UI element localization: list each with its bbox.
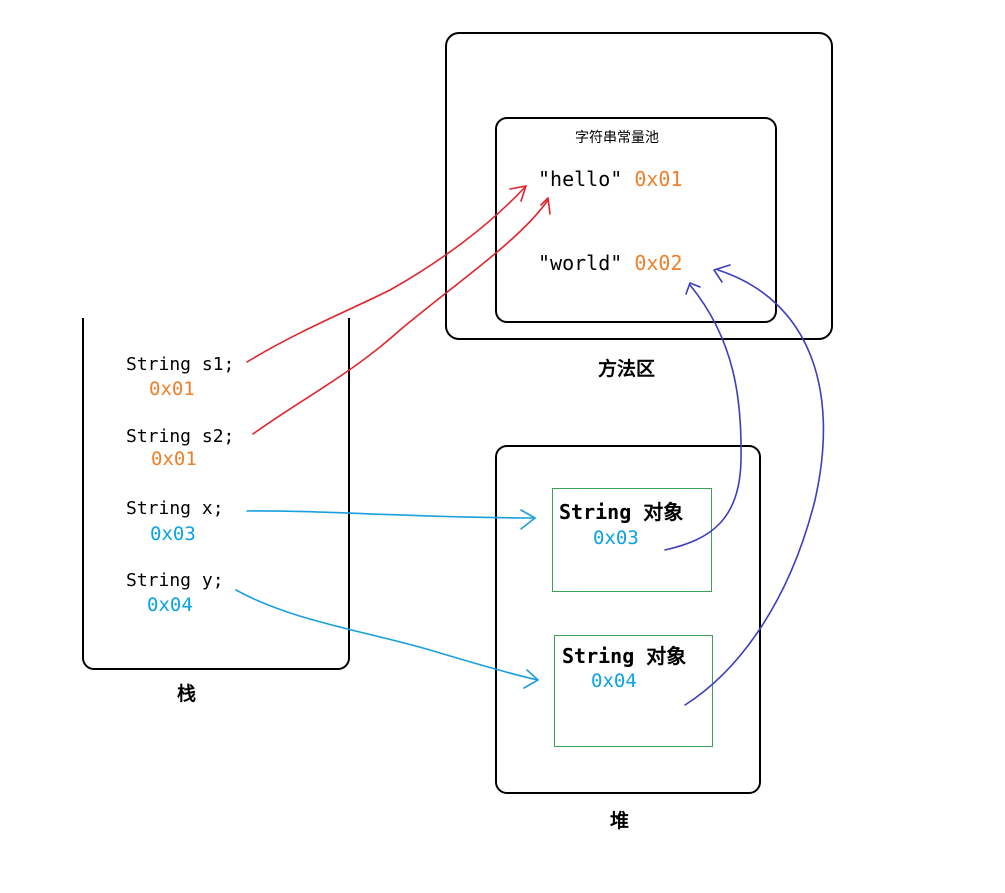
heap-object-x	[552, 488, 712, 592]
heap-object-y-label: String 对象	[562, 644, 687, 668]
stack-var-s1-address: 0x01	[149, 378, 195, 400]
stack-var-y-address: 0x04	[147, 594, 193, 616]
stack-var-s2-address: 0x01	[151, 448, 197, 470]
pool-address: 0x02	[634, 251, 683, 275]
heap-box	[495, 445, 761, 794]
pool-entry-hello: "hello" 0x01	[538, 167, 683, 191]
stack-var-s1-decl: String s1;	[126, 354, 235, 375]
stack-var-y-decl: String y;	[126, 570, 224, 591]
arrow-s2-to-hello	[252, 199, 549, 435]
heap-object-x-label: String 对象	[559, 500, 684, 524]
arrow-s1-to-hello	[246, 185, 527, 363]
heap-object-x-address: 0x03	[593, 527, 639, 549]
pool-literal: "world"	[538, 251, 623, 275]
arrow-x-to-object	[246, 510, 536, 519]
stack-box	[82, 318, 350, 670]
method-area-box	[445, 32, 833, 340]
pool-entry-world: "world" 0x02	[538, 251, 683, 275]
arrowhead-objx	[685, 282, 701, 295]
pool-address: 0x01	[634, 167, 683, 191]
pool-literal: "hello"	[538, 167, 623, 191]
arrow-objy-to-world	[684, 269, 825, 706]
arrow-y-to-object	[235, 589, 539, 681]
method-area-label: 方法区	[598, 358, 656, 380]
heap-object-y-address: 0x04	[591, 670, 637, 692]
stack-var-x-decl: String x;	[126, 498, 224, 519]
heap-object-y	[554, 635, 713, 747]
arrowhead-s2	[540, 197, 551, 215]
arrowhead-y	[523, 669, 539, 689]
arrowhead-s1	[509, 185, 527, 202]
arrowhead-x	[520, 509, 536, 530]
stack-label: 栈	[177, 683, 197, 705]
heap-label: 堆	[610, 810, 630, 832]
arrowhead-objy	[713, 264, 731, 283]
arrow-objx-to-world	[664, 284, 742, 551]
string-constant-pool-box	[495, 117, 777, 323]
stack-var-x-address: 0x03	[150, 523, 196, 545]
string-constant-pool-label: 字符串常量池	[575, 130, 659, 146]
stack-var-s2-decl: String s2;	[126, 426, 235, 447]
